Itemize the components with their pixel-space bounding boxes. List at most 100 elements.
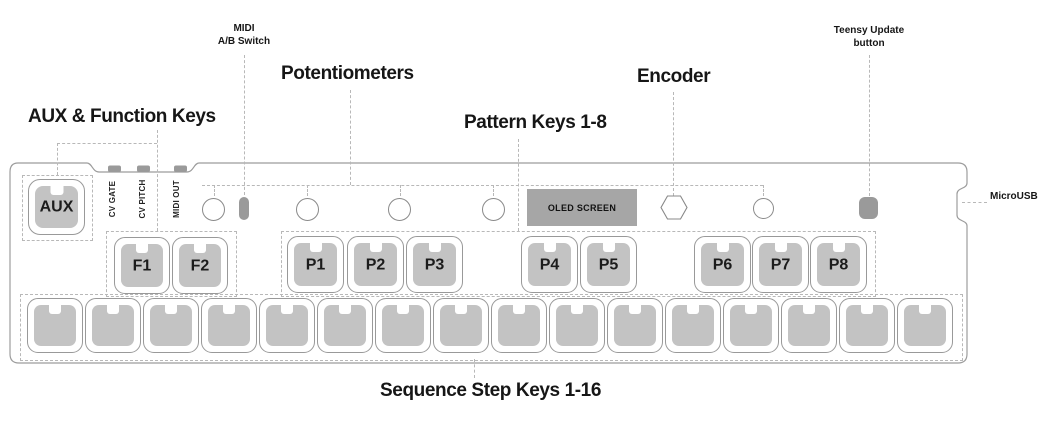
step-key-13[interactable] [723,298,779,353]
function-key-f2-label: F2 [190,257,210,275]
pattern-key-p2-label: P2 [365,256,386,274]
annotation-line-microusb [962,202,987,203]
aux-key[interactable]: AUX [28,179,85,235]
step-key-14-notch [803,304,815,314]
pattern-key-p1-notch [309,242,322,252]
port-label-midi-out: MIDI OUT [172,180,181,218]
pattern-key-p8-cap: P8 [817,242,860,286]
microusb-label: MicroUSB [990,191,1038,202]
pattern-key-p8[interactable]: P8 [810,236,867,293]
teensy-update-label-line2: button [853,38,885,49]
annotation-tick [213,185,215,196]
midi-ab-switch-label-line2: A/B Switch [217,36,271,47]
aux-keycap: AUX [35,185,78,228]
annotation-line-midi-switch [244,55,245,195]
step-key-10-notch [571,304,583,314]
pattern-key-p6-cap: P6 [701,242,744,286]
function-key-f2-notch [194,243,206,253]
annotation-box-step-keys [20,294,963,361]
annotation-tick [493,185,494,196]
pattern-key-p7-cap: P7 [759,242,802,286]
pattern-key-p5[interactable]: P5 [580,236,637,293]
annotation-line-encoder [673,92,674,196]
step-key-15[interactable] [839,298,895,353]
step-key-4[interactable] [201,298,257,353]
pattern-key-p6-notch [716,242,729,252]
pattern-key-p2-notch [369,242,382,252]
potentiometer-5[interactable] [752,197,774,219]
pattern-key-p5-cap: P5 [587,242,630,286]
pattern-key-p4-cap: P4 [528,242,571,286]
step-key-7-cap [382,304,424,346]
annotation-line-teensy [869,55,870,196]
potentiometer-4[interactable] [481,197,505,221]
annotation-line-sequence [474,359,475,378]
step-key-16-notch [919,304,931,314]
encoder-label: Encoder [637,66,711,87]
step-key-11-cap [614,304,656,346]
step-key-9[interactable] [491,298,547,353]
function-key-f1-label: F1 [132,257,152,275]
step-key-5[interactable] [259,298,315,353]
cv-gate-jack [108,165,121,172]
pattern-key-p2-cap: P2 [354,242,397,286]
potentiometer-1[interactable] [202,197,225,221]
step-key-5-cap [266,304,308,346]
pattern-key-p2[interactable]: P2 [347,236,404,293]
step-key-10[interactable] [549,298,605,353]
function-key-f2[interactable]: F2 [172,237,228,294]
step-key-15-cap [846,304,888,346]
cv-pitch-jack [137,165,150,172]
pattern-key-p7-label: P7 [770,256,791,274]
port-label-cv-gate: CV GATE [108,180,117,218]
oled-screen: OLED SCREEN [527,189,637,226]
step-key-7[interactable] [375,298,431,353]
port-label-cv-pitch: CV PITCH [138,179,147,219]
step-key-14[interactable] [781,298,837,353]
potentiometer-2[interactable] [295,197,319,221]
aux-function-keys-label: AUX & Function Keys [28,106,216,127]
step-key-1[interactable] [27,298,83,353]
annotation-line-potentiometers [350,90,351,185]
step-key-12-notch [687,304,699,314]
pattern-key-p8-notch [832,242,845,252]
midi-ab-switch[interactable] [239,197,249,220]
step-key-13-notch [745,304,757,314]
pattern-key-p5-notch [602,242,615,252]
teensy-update-label-line1: Teensy Update [833,25,905,36]
step-key-10-cap [556,304,598,346]
pattern-keys-label: Pattern Keys 1-8 [464,112,607,133]
pattern-key-p1[interactable]: P1 [287,236,344,293]
step-key-2[interactable] [85,298,141,353]
potentiometer-3[interactable] [388,197,411,221]
step-key-8-notch [455,304,467,314]
encoder-knob[interactable] [659,194,689,221]
teensy-update-button[interactable] [859,197,878,219]
annotation-box-aux-key [22,175,93,241]
pattern-key-p6[interactable]: P6 [694,236,751,293]
step-key-16-cap [904,304,946,346]
step-key-12[interactable] [665,298,721,353]
aux-key-notch [50,185,63,195]
step-key-8[interactable] [433,298,489,353]
pattern-key-p1-cap: P1 [294,242,337,286]
annotation-box-pattern-keys [281,231,876,297]
teensy-update-label: Teensy Update button [819,24,919,50]
step-key-3[interactable] [143,298,199,353]
pattern-key-p4[interactable]: P4 [521,236,578,293]
step-key-4-notch [223,304,235,314]
aux-key-label: AUX [39,198,74,216]
pattern-key-p7-notch [774,242,787,252]
function-key-f1[interactable]: F1 [114,237,170,294]
step-key-12-cap [672,304,714,346]
step-key-15-notch [861,304,873,314]
pattern-key-p8-label: P8 [828,256,849,274]
step-key-6[interactable] [317,298,373,353]
annotation-bracket-aux [57,143,157,144]
pattern-key-p7[interactable]: P7 [752,236,809,293]
step-key-2-cap [92,304,134,346]
step-key-16[interactable] [897,298,953,353]
step-key-7-notch [397,304,409,314]
pattern-key-p3[interactable]: P3 [406,236,463,293]
step-key-11[interactable] [607,298,663,353]
